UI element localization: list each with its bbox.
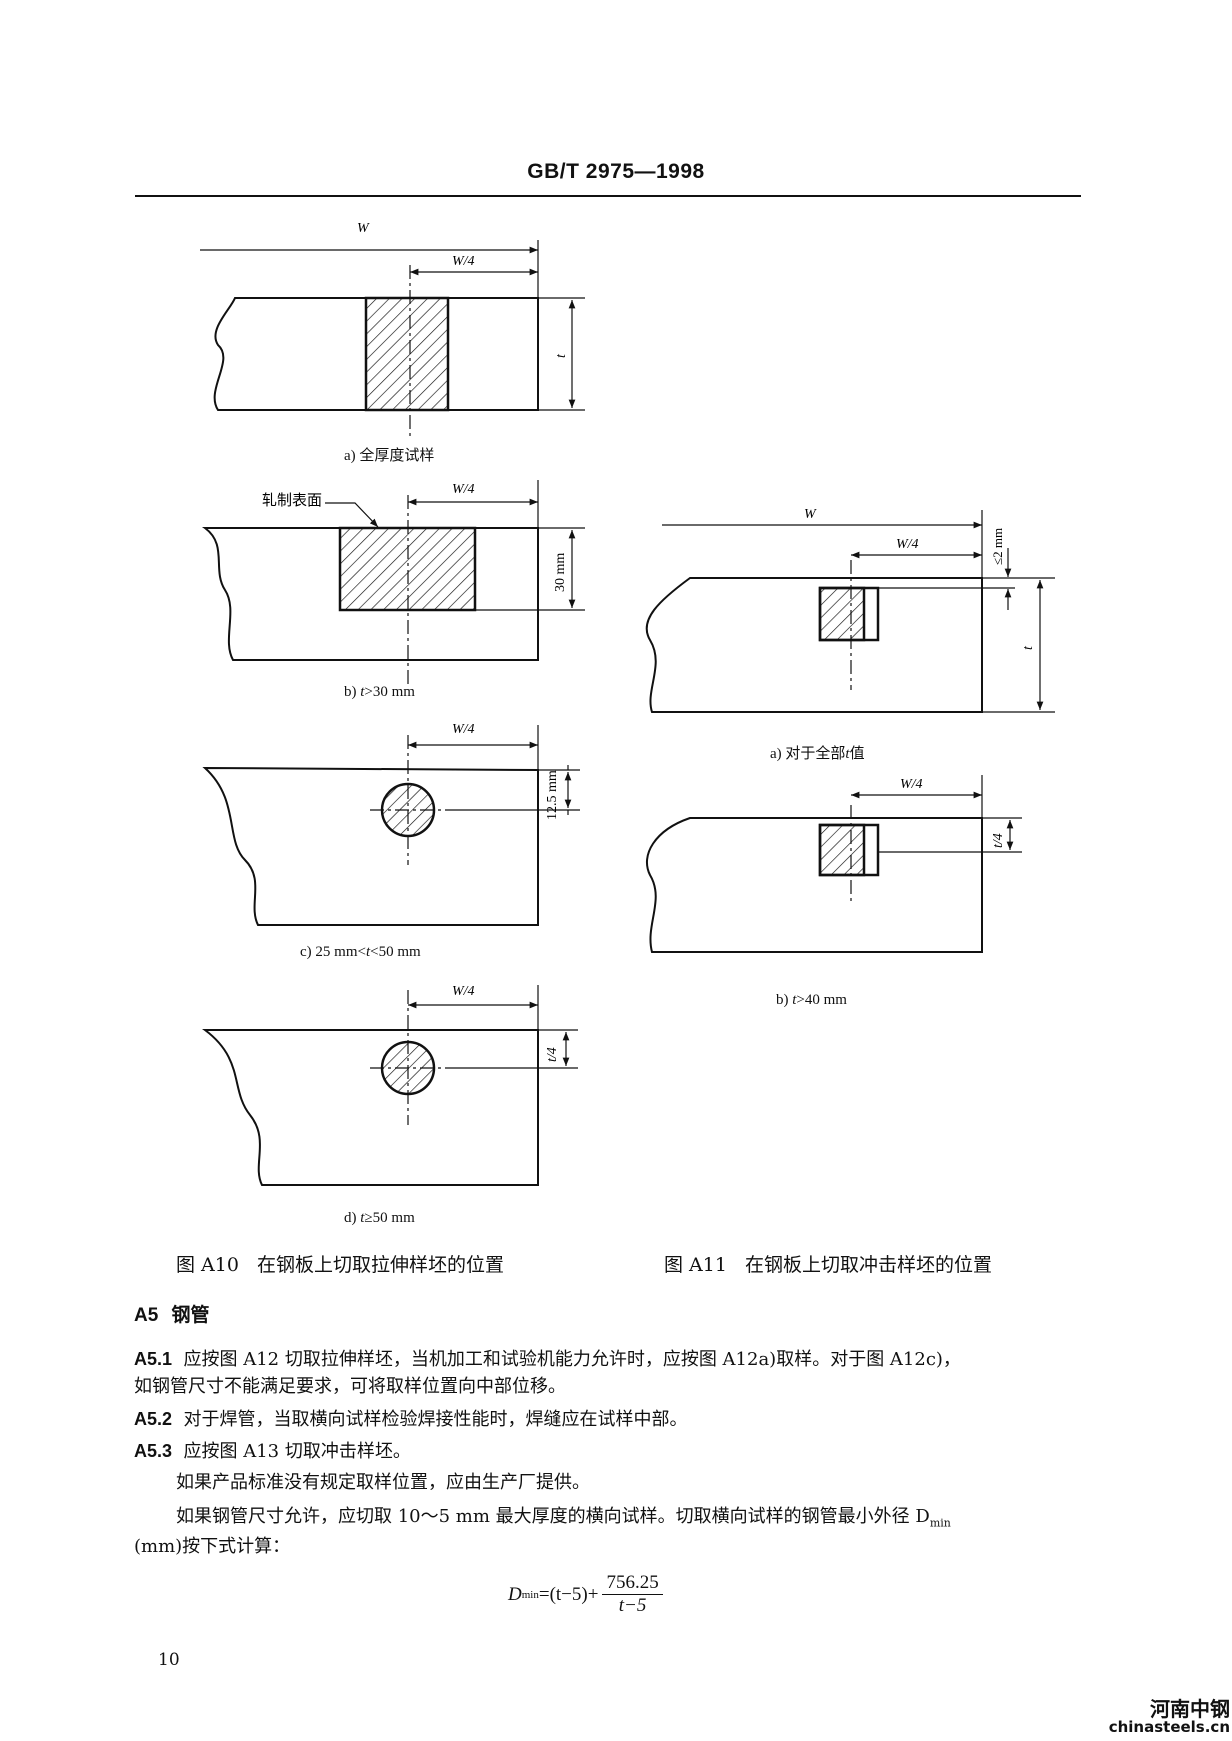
a10b-w4-label: W/4	[452, 482, 475, 497]
section-number: A5	[134, 1305, 159, 1326]
page-header: GB/T 2975—1998	[527, 160, 705, 183]
paragraph-1: 如果产品标准没有规定取样位置，应由生产厂提供。	[176, 1472, 590, 1493]
watermark-cn: 河南中钢	[1150, 1697, 1230, 1721]
clause-a5-1-cont: 如钢管尺寸不能满足要求，可将取样位置向中部位移。	[134, 1376, 566, 1397]
a10a-t-label: t	[554, 353, 569, 358]
paragraph-2: 如果钢管尺寸允许，应切取 10～5 mm 最大厚度的横向试样。切取横向试样的钢管…	[176, 1506, 951, 1530]
fig-a10-c	[202, 725, 580, 926]
a10a-w4-label: W/4	[452, 254, 475, 269]
a10b-caption: b) t>30 mm	[344, 684, 415, 700]
clause-a5-3: A5.3 应按图 A13 切取冲击样坯。	[134, 1441, 411, 1462]
a10d-caption: d) t≥50 mm	[344, 1210, 415, 1226]
section-heading: A5 钢管	[134, 1300, 210, 1327]
a10b-dim-label: 30 mm	[553, 553, 568, 592]
paragraph-2-cont: (mm)按下式计算：	[134, 1536, 291, 1557]
a10a-w-label: W	[357, 221, 370, 236]
a11a-w-label: W	[804, 507, 817, 522]
a10c-w4-label: W/4	[452, 722, 475, 737]
a10d-w4-label: W/4	[452, 984, 475, 999]
header-rule	[135, 195, 1081, 197]
fig-a10-b	[201, 480, 585, 685]
watermark-en: chinasteels.cn	[1108, 1718, 1230, 1736]
a11a-t-label: t	[1021, 645, 1036, 650]
fig-a10-title: 图 A10 在钢板上切取拉伸样坯的位置	[176, 1254, 505, 1276]
fig-a11-title: 图 A11 在钢板上切取冲击样坯的位置	[664, 1254, 993, 1276]
a11b-dim-label: t/4	[991, 833, 1006, 848]
formula-numerator: 756.25	[602, 1572, 663, 1595]
page-number: 10	[158, 1650, 180, 1670]
fig-a11-b	[645, 775, 1022, 953]
formula-denominator: t−5	[618, 1595, 647, 1616]
section-title: 钢管	[171, 1304, 210, 1326]
a10d-dim-label: t/4	[545, 1047, 560, 1062]
a11a-caption: a) 对于全部t值	[770, 746, 865, 762]
fig-a10-a	[200, 240, 585, 440]
a11b-caption: b) t>40 mm	[776, 992, 847, 1008]
clause-a5-1: A5.1 应按图 A12 切取拉伸样坯，当机加工和试验机能力允许时，应按图 A1…	[134, 1349, 961, 1370]
a10c-dim-label: 12.5 mm	[545, 770, 560, 820]
fig-a10-d	[202, 985, 578, 1186]
a10b-rolled-label: 轧制表面	[262, 491, 322, 509]
fig-a11-a	[645, 510, 1055, 713]
clause-a5-2: A5.2 对于焊管，当取横向试样检验焊接性能时，焊缝应在试样中部。	[134, 1409, 688, 1430]
a11a-w4-label: W/4	[896, 537, 919, 552]
watermark: 河南中钢 chinasteels.cn	[1108, 1697, 1230, 1736]
a11b-w4-label: W/4	[900, 777, 923, 792]
a11a-le2-label: ≤2 mm	[990, 528, 1005, 565]
a10a-caption: a) 全厚度试样	[344, 448, 435, 464]
a10c-caption: c) 25 mm<t<50 mm	[300, 944, 421, 960]
